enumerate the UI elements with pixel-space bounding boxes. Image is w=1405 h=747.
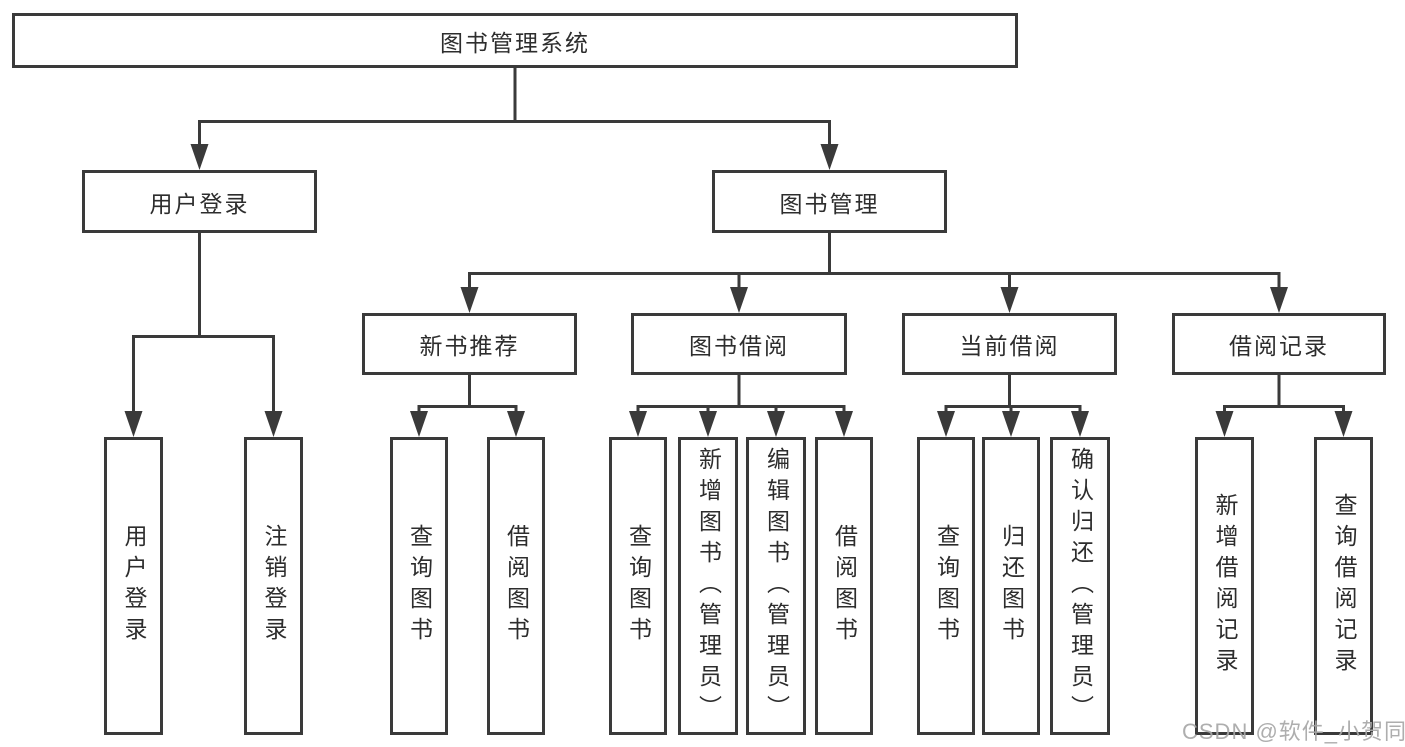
leaf-records-query-record-label: 查询借阅记录 <box>1331 493 1357 679</box>
connector-borrowing-records-to-leaves <box>1223 375 1345 413</box>
connector-book-borrowing-to-leaves <box>636 375 846 413</box>
connector-book-management-to-level3 <box>468 233 1281 289</box>
node-new-book-recommend-label: 新书推荐 <box>419 333 520 359</box>
node-book-management-label: 图书管理 <box>779 190 880 217</box>
node-user-login: 用户登录 <box>82 170 317 233</box>
node-new-book-recommend: 新书推荐 <box>362 313 577 375</box>
leaf-recommend-query-books-label: 查询图书 <box>406 524 433 648</box>
node-borrowing-records-label: 借阅记录 <box>1229 333 1329 359</box>
leaf-user-login: 用户登录 <box>104 437 163 735</box>
leaf-borrowing-add-books-admin: 新增图书（管理员） <box>678 437 738 735</box>
connector-current-borrowing-to-leaves <box>944 375 1082 413</box>
leaf-user-login-label: 用户登录 <box>121 524 147 648</box>
leaf-current-query-books-label: 查询图书 <box>933 524 960 648</box>
leaf-borrowing-query-books-label: 查询图书 <box>625 524 652 648</box>
leaf-borrowing-borrow-books: 借阅图书 <box>815 437 873 735</box>
connector-user-login-to-leaves <box>132 233 275 413</box>
connector-new-book-recommend-to-leaves <box>417 375 518 413</box>
leaf-logout-login: 注销登录 <box>244 437 303 735</box>
leaf-current-confirm-return-admin-label: 确认归还（管理员） <box>1067 446 1094 726</box>
node-book-borrowing-label: 图书借阅 <box>689 333 789 359</box>
leaf-current-query-books: 查询图书 <box>917 437 975 735</box>
connector-root-to-level2 <box>198 68 831 146</box>
leaf-recommend-borrow-books: 借阅图书 <box>487 437 545 735</box>
node-book-management: 图书管理 <box>712 170 947 233</box>
leaf-borrowing-edit-books-admin-label: 编辑图书（管理员） <box>763 446 790 726</box>
leaf-current-return-books: 归还图书 <box>982 437 1040 735</box>
leaf-borrowing-edit-books-admin: 编辑图书（管理员） <box>746 437 806 735</box>
leaf-recommend-borrow-books-label: 借阅图书 <box>503 524 530 648</box>
leaf-current-return-books-label: 归还图书 <box>998 524 1025 648</box>
leaf-borrowing-query-books: 查询图书 <box>609 437 667 735</box>
node-borrowing-records: 借阅记录 <box>1172 313 1386 375</box>
arrowhead-icons <box>124 144 1353 437</box>
leaf-records-add-record-label: 新增借阅记录 <box>1212 493 1238 679</box>
leaf-logout-login-label: 注销登录 <box>261 524 287 648</box>
leaf-records-add-record: 新增借阅记录 <box>1195 437 1254 735</box>
leaf-borrowing-borrow-books-label: 借阅图书 <box>831 524 858 648</box>
node-user-login-label: 用户登录 <box>149 190 250 217</box>
node-root-label: 图书管理系统 <box>440 29 590 56</box>
leaf-borrowing-add-books-admin-label: 新增图书（管理员） <box>695 446 722 726</box>
leaf-current-confirm-return-admin: 确认归还（管理员） <box>1050 437 1110 735</box>
csdn-watermark: CSDN @软件_小贺同学 <box>1182 719 1405 744</box>
leaf-recommend-query-books: 查询图书 <box>390 437 448 735</box>
node-current-borrowing-label: 当前借阅 <box>959 333 1060 359</box>
leaf-records-query-record: 查询借阅记录 <box>1314 437 1373 735</box>
node-current-borrowing: 当前借阅 <box>902 313 1117 375</box>
node-book-borrowing: 图书借阅 <box>631 313 847 375</box>
node-root-library-management-system: 图书管理系统 <box>12 13 1018 68</box>
